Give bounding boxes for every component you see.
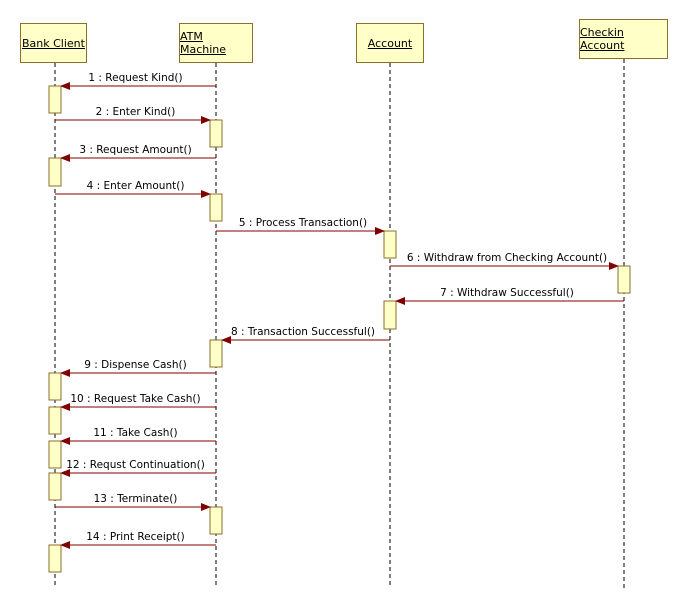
message-label: 11 : Take Cash() xyxy=(93,427,177,439)
message-label: 2 : Enter Kind() xyxy=(96,106,176,118)
message-label: 8 : Transaction Successful() xyxy=(231,326,375,338)
message-label: 4 : Enter Amount() xyxy=(87,180,185,192)
lifeline-label-atm-machine: ATM Machine xyxy=(180,30,227,56)
lifeline-label-account: Account xyxy=(367,36,413,50)
message-label: 12 : Requst Continuation() xyxy=(66,459,205,471)
message-label: 14 : Print Receipt() xyxy=(86,531,184,543)
activation-bar xyxy=(48,544,62,573)
activation-bar xyxy=(48,85,62,114)
message-label: 9 : Dispense Cash() xyxy=(84,359,187,371)
activation-bar xyxy=(209,506,223,535)
activation-bar xyxy=(48,440,62,469)
message-label: 5 : Process Transaction() xyxy=(239,217,367,229)
message-label: 6 : Withdraw from Checking Account() xyxy=(407,252,607,264)
activation-bar xyxy=(209,119,223,148)
lifeline-head-bank-client[interactable]: Bank Client xyxy=(20,23,87,63)
activation-bar xyxy=(209,193,223,222)
message-label: 1 : Request Kind() xyxy=(88,72,182,84)
activation-bar xyxy=(48,372,62,401)
lifeline-label-bank-client: Bank Client xyxy=(22,36,85,50)
activation-bar xyxy=(209,339,223,368)
activation-bar xyxy=(48,472,62,501)
message-label: 13 : Terminate() xyxy=(94,493,178,505)
activation-bar xyxy=(617,265,631,294)
message-label: 3 : Request Amount() xyxy=(79,144,191,156)
lifeline-head-atm-machine[interactable]: ATM Machine xyxy=(179,23,253,63)
message-label: 10 : Request Take Cash() xyxy=(70,393,200,405)
activation-bar xyxy=(383,300,397,330)
activation-bar xyxy=(383,230,397,259)
lifeline-label-checkin-account: Checkin Account xyxy=(580,26,625,52)
message-label: 7 : Withdraw Successful() xyxy=(440,287,574,299)
activation-bar xyxy=(48,406,62,435)
lifeline-head-checkin-account[interactable]: Checkin Account xyxy=(579,19,668,59)
lifeline-head-account[interactable]: Account xyxy=(356,23,424,63)
activation-bar xyxy=(48,157,62,187)
